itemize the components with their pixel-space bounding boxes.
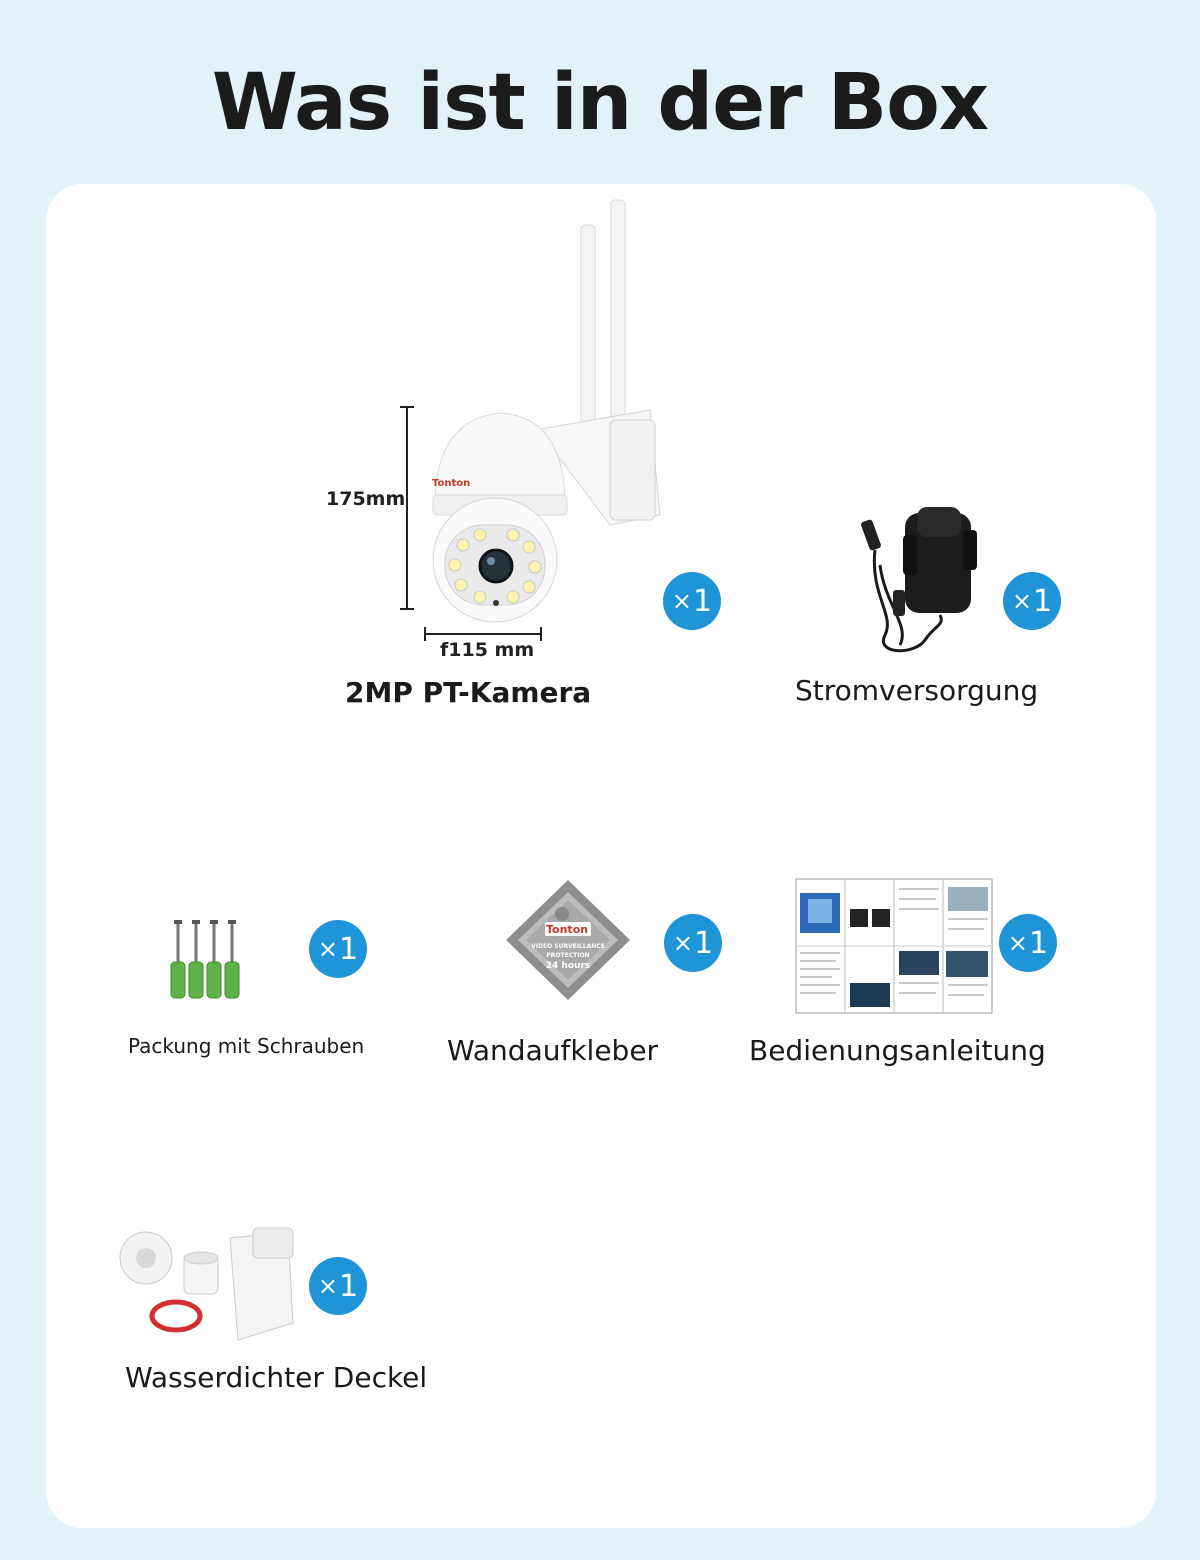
sticker-brand: Tonton (546, 923, 589, 936)
width-dimension-line (424, 627, 542, 641)
power-adapter-icon (861, 507, 977, 653)
quantity-badge: ×1 (663, 572, 721, 630)
contents-panel (46, 184, 1156, 1528)
item-label: Bedienungsanleitung (749, 1034, 1046, 1067)
screws-icon (170, 920, 240, 999)
waterproof-cap-icon (119, 1227, 294, 1341)
manual-icon (795, 878, 993, 1014)
height-dimension-line (400, 406, 414, 610)
item-label: Wandaufkleber (447, 1034, 659, 1067)
quantity-badge: ×1 (309, 920, 367, 978)
camera-height-label: 175mm (326, 488, 406, 510)
warning-sticker-icon (506, 880, 630, 1000)
camera-brand: Tonton (432, 478, 471, 489)
page-title: Was ist in der Box (211, 58, 989, 148)
item-label: 2MP PT-Kamera (345, 676, 592, 709)
sticker-line-2: PROTECTION (546, 952, 590, 959)
quantity-badge: ×1 (1003, 572, 1061, 630)
camera-width-label: f115 mm (440, 639, 535, 661)
item-label: Packung mit Schrauben (128, 1034, 365, 1058)
quantity-badge: ×1 (309, 1257, 367, 1315)
item-label: Wasserdichter Deckel (125, 1361, 428, 1394)
ptz-camera-icon (432, 199, 661, 623)
sticker-line-3: 24 hours (545, 961, 591, 971)
sticker-line-1: VIDEO SURVEILLANCE (531, 943, 605, 950)
quantity-badge: ×1 (664, 914, 722, 972)
quantity-badge: ×1 (999, 914, 1057, 972)
item-label: Stromversorgung (795, 674, 1039, 707)
